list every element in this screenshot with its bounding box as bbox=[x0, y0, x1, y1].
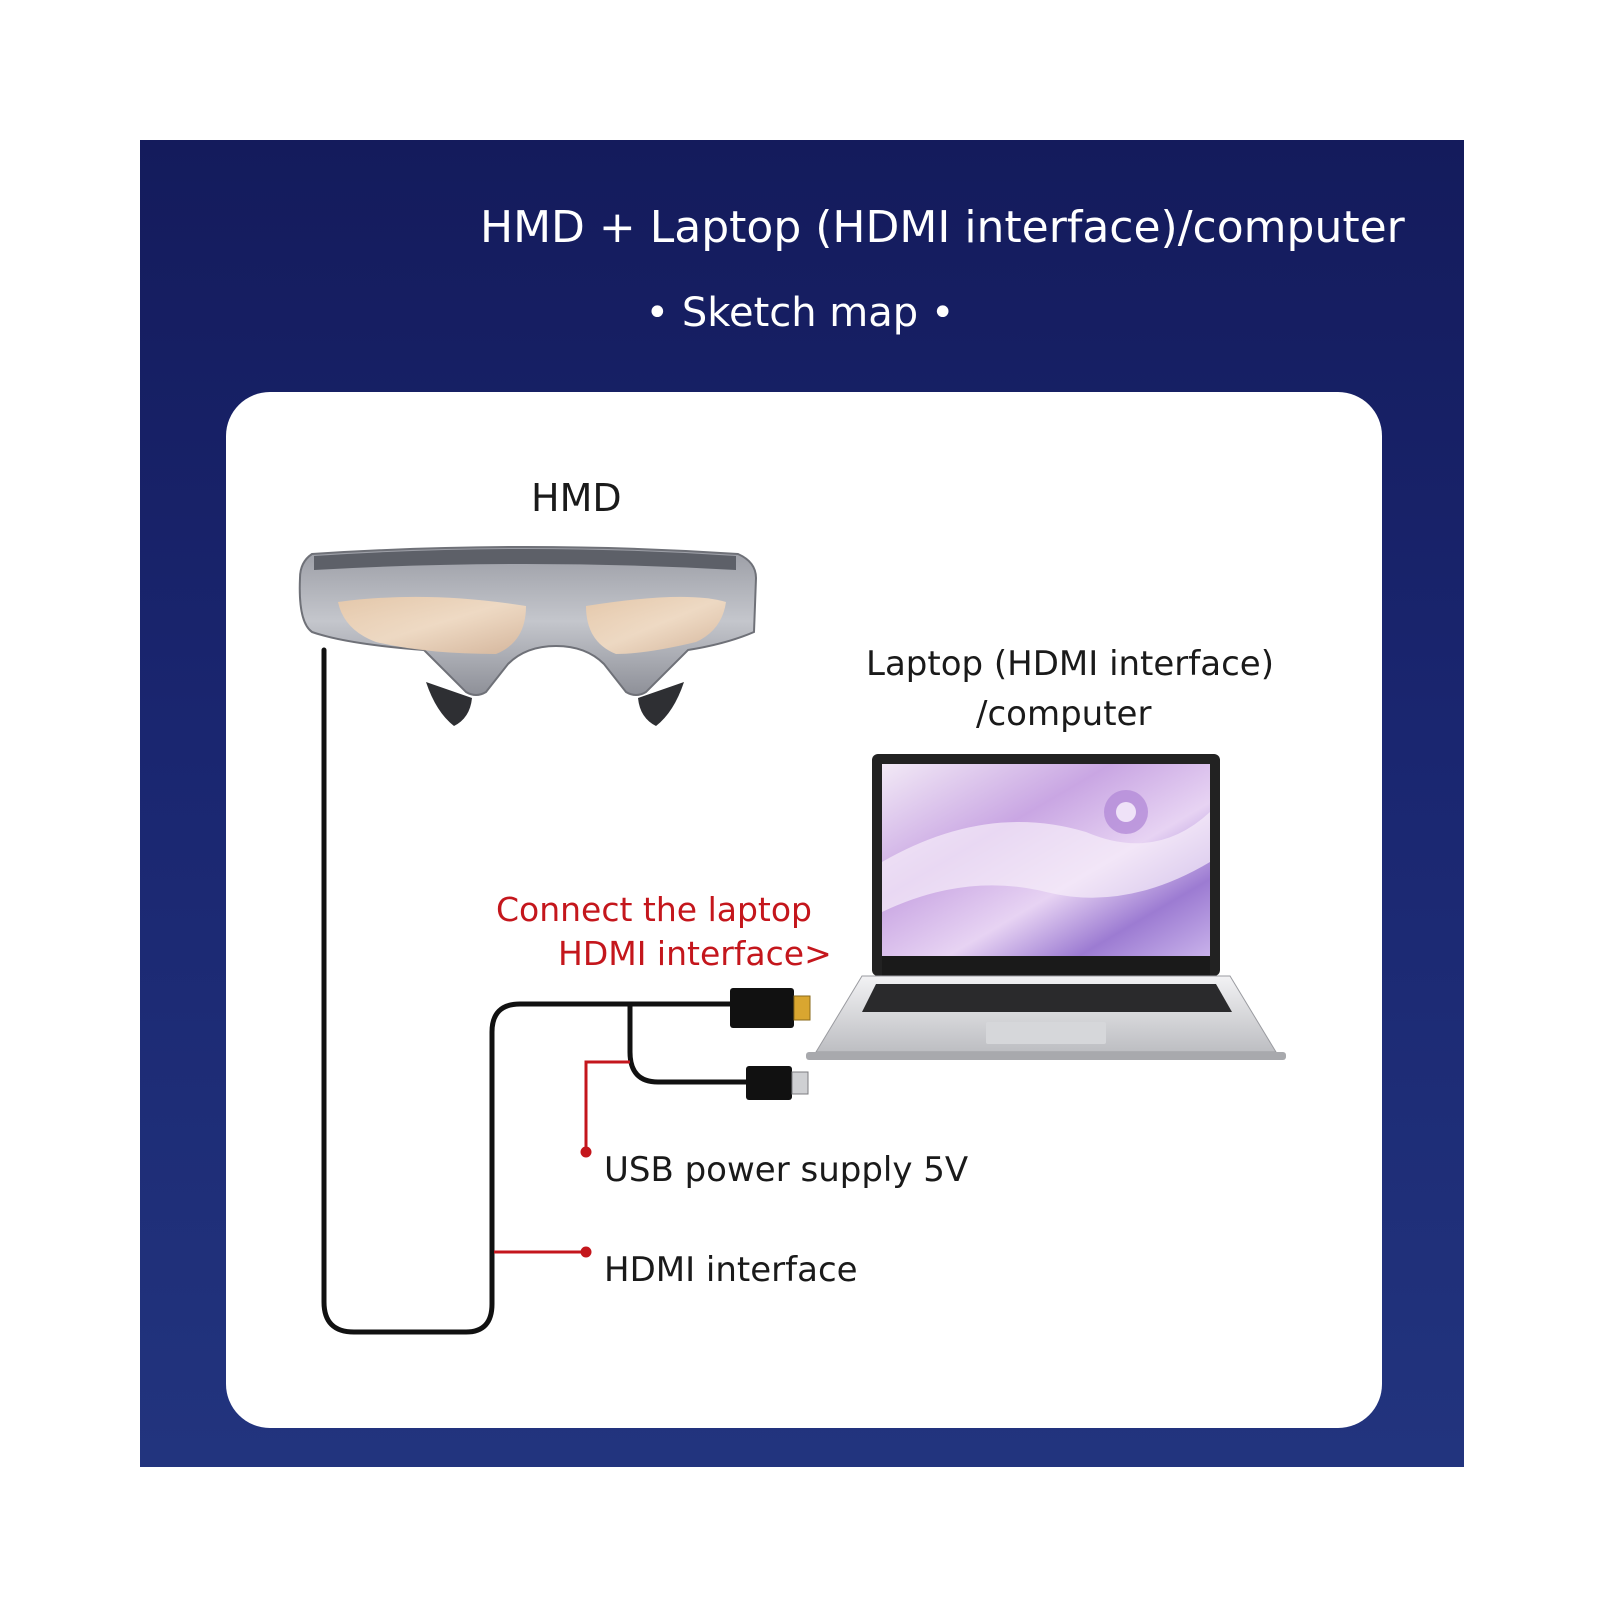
usb-callout-dot bbox=[580, 1146, 592, 1158]
poster-background: HMD + Laptop (HDMI interface)/computer •… bbox=[140, 140, 1464, 1467]
connect-callout-line1: Connect the laptop bbox=[496, 890, 812, 929]
hmd-label: HMD bbox=[531, 476, 622, 520]
usb-callout-line bbox=[584, 1060, 630, 1150]
usb-cable bbox=[627, 1001, 749, 1085]
hdmi-plug-icon bbox=[730, 988, 811, 1028]
usb-power-label: USB power supply 5V bbox=[604, 1150, 969, 1190]
hdmi-interface-label: HDMI interface bbox=[604, 1250, 858, 1290]
laptop-icon bbox=[806, 754, 1286, 1060]
page-title: HMD + Laptop (HDMI interface)/computer bbox=[480, 202, 1405, 253]
hmd-glasses-icon bbox=[298, 546, 758, 726]
connect-callout-line2: HDMI interface> bbox=[558, 934, 832, 973]
hdmi-cable bbox=[321, 647, 733, 1335]
hdmi-callout-dot bbox=[580, 1246, 592, 1258]
usb-plug-icon bbox=[746, 1066, 809, 1100]
laptop-label-line1: Laptop (HDMI interface) bbox=[866, 644, 1274, 684]
page-subtitle: • Sketch map • bbox=[645, 290, 955, 336]
connection-diagram bbox=[298, 546, 1286, 1335]
laptop-label-line2: /computer bbox=[976, 694, 1152, 734]
diagram-card: HMD Laptop (HDMI interface) /computer Co… bbox=[226, 392, 1382, 1428]
